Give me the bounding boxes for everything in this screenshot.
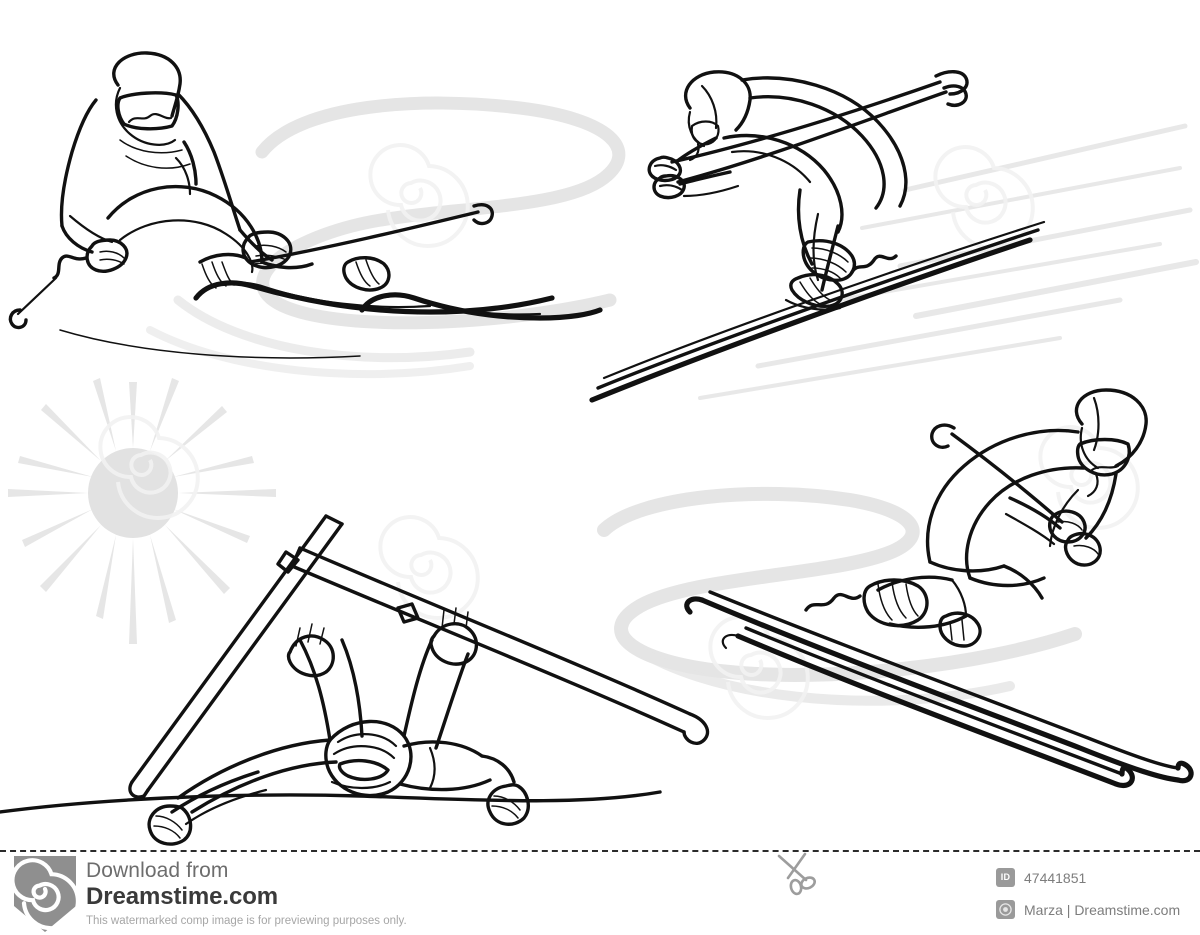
watermark-spirals: [98, 143, 1140, 720]
figure-carving-skier: [8, 51, 603, 359]
image-meta-block: ID 47441851 Marza | Dreamstime.com: [996, 864, 1196, 928]
canvas-background: [0, 0, 1200, 850]
dreamstime-watermark-footer: Download from Dreamstime.com This waterm…: [0, 850, 1200, 935]
swoosh-trails: [146, 96, 1082, 706]
dreamstime-spiral-logo: [10, 856, 80, 932]
download-text-block: Download from Dreamstime.com This waterm…: [86, 858, 726, 929]
download-from-label: Download from: [86, 859, 229, 882]
figure-downhill-tuck-skier: [589, 70, 1046, 403]
brand-name: Dreamstime.com: [86, 883, 279, 910]
id-badge-icon: ID: [996, 868, 1015, 887]
illustration-canvas: .ink { fill:none; stroke:#111; stroke-li…: [0, 0, 1200, 850]
author-credit-value: Marza | Dreamstime.com: [1024, 901, 1181, 918]
watermark-disclaimer: This watermarked comp image is for previ…: [86, 915, 407, 927]
speed-lines: [698, 123, 1199, 400]
author-avatar-icon: [996, 900, 1015, 919]
footer-dashed-rule: [0, 850, 1200, 852]
figure-fallen-skier: [0, 514, 710, 846]
image-id-row: ID 47441851: [996, 864, 1196, 891]
scissors-icon: [775, 852, 823, 896]
image-id-value: 47441851: [1024, 869, 1087, 886]
author-credit-row: Marza | Dreamstime.com: [996, 896, 1196, 923]
skiing-line-art: .ink { fill:none; stroke:#111; stroke-li…: [0, 0, 1200, 850]
sunburst: [8, 378, 276, 644]
figure-slalom-skier: [684, 388, 1194, 788]
